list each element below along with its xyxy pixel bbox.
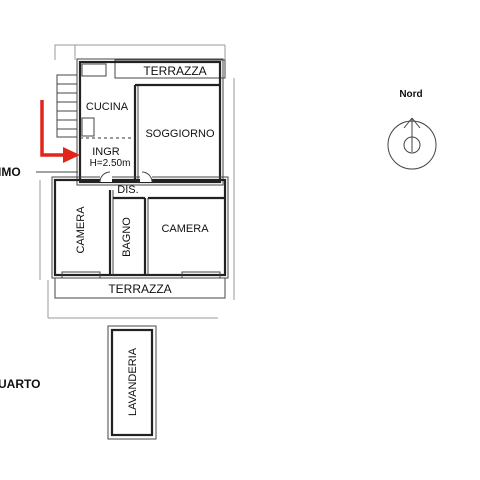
label-bagno: BAGNO [121,217,133,257]
label-ingresso: INGR [92,146,120,158]
exterior-walls [39,44,235,319]
label-terrazza-top: TERRAZZA [143,64,206,78]
north-compass: Nord [387,89,437,170]
lavanderia-block [107,325,157,440]
label-disimpegno: DIS. [117,184,138,196]
label-soggiorno: SOGGIORNO [145,128,215,140]
floor-label-upper: IMO [0,165,21,179]
label-lavanderia: LAVANDERIA [127,347,139,416]
floor-label-lower: UARTO [0,377,40,391]
label-camera-left: CAMERA [75,206,87,254]
stairs [56,74,78,138]
label-cucina: CUCINA [86,101,129,113]
compass-label: Nord [399,89,422,100]
entry-arrow [40,100,80,163]
label-terrazza-bottom: TERRAZZA [108,282,171,296]
label-camera-right: CAMERA [161,223,209,235]
interior-walls [51,58,229,299]
label-height: H=2.50m [90,158,131,169]
